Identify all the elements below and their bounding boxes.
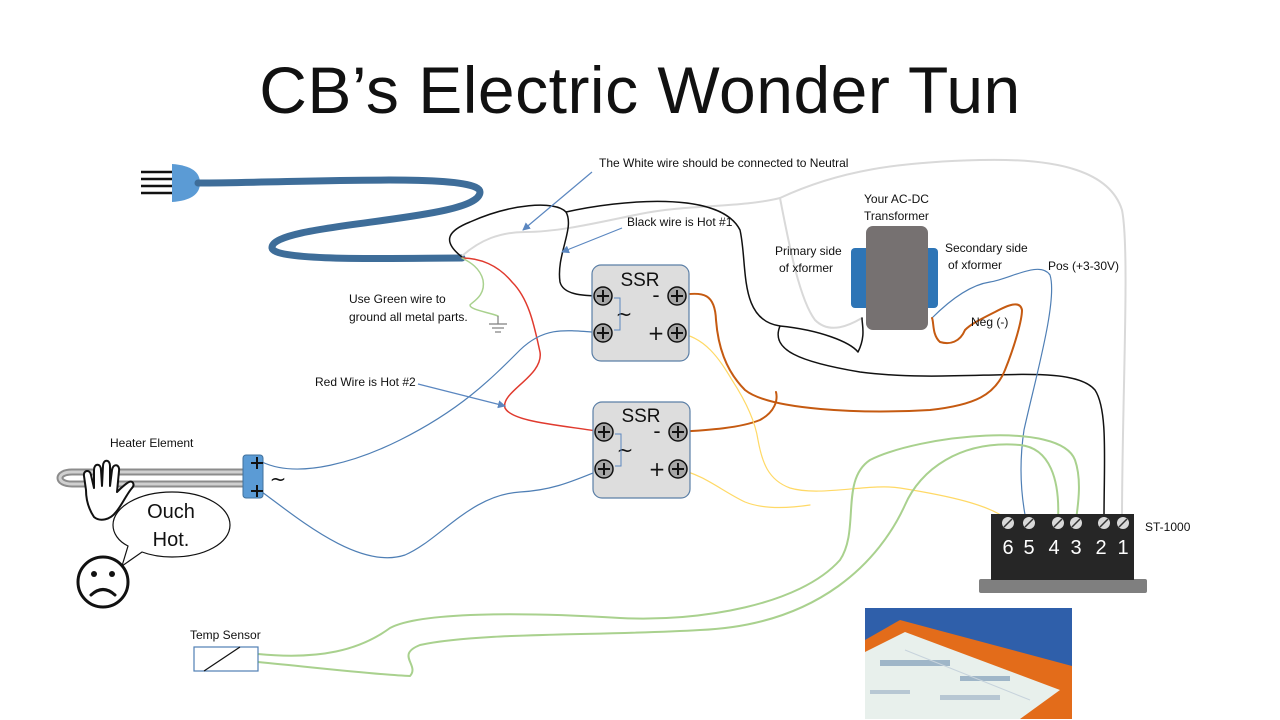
- power-plug: [141, 164, 200, 202]
- st-1000-controller: 6 5 4 3 2 1: [979, 514, 1147, 593]
- controller-photo: [865, 608, 1072, 719]
- heater-tilde: ~: [270, 467, 287, 491]
- controller-screw: [1023, 517, 1035, 529]
- bubble-line-1: Ouch: [147, 501, 195, 523]
- bubble-line-2: Hot.: [153, 529, 190, 551]
- terminal-number: 6: [1002, 537, 1013, 559]
- yellow-wire-bottom: [676, 468, 811, 509]
- ssr-terminal: [667, 323, 687, 343]
- heater-terminal: [251, 485, 263, 497]
- ssr-plus: +: [649, 457, 666, 481]
- secondary-label-2: of xformer: [948, 258, 1002, 272]
- blue-wire-heater-bottom: [261, 468, 604, 559]
- green-sensor-wire-2: [257, 443, 1060, 677]
- heater-terminal: [251, 457, 263, 469]
- ssr-tilde: ~: [617, 438, 634, 462]
- green-wire-label-2: ground all metal parts.: [349, 310, 468, 324]
- transformer-label-1: Your AC-DC: [864, 192, 929, 206]
- black-wire: [448, 204, 604, 297]
- pos-label: Pos (+3-30V): [1048, 259, 1119, 273]
- controller-screw: [1052, 517, 1064, 529]
- ssr-top: SSR - + ~: [591, 264, 690, 362]
- terminal-number: 2: [1095, 537, 1106, 559]
- terminal-number: 4: [1048, 537, 1059, 559]
- green-ground-wire: [461, 257, 499, 317]
- speech-bubble: Ouch Hot.: [112, 491, 231, 568]
- primary-label-2: of xformer: [779, 261, 833, 275]
- blue-wire-pos: [931, 268, 1053, 521]
- power-cord: [194, 176, 484, 263]
- brown-wire-ssr-bottom: [676, 391, 778, 433]
- ssr-tilde: ~: [616, 302, 633, 326]
- sad-face-icon: [76, 555, 130, 609]
- heater-element: ~: [56, 454, 287, 499]
- transformer-label-2: Transformer: [864, 209, 929, 223]
- neg-label: Neg (-): [971, 315, 1008, 329]
- terminal-number: 1: [1117, 537, 1128, 559]
- page-title: CB’s Electric Wonder Tun: [259, 53, 1021, 127]
- red-wire-label: Red Wire is Hot #2: [315, 375, 416, 389]
- white-wire: [461, 158, 1127, 521]
- ssr-terminal: [668, 422, 688, 442]
- ssr-title: SSR: [621, 406, 660, 427]
- ssr-minus: -: [652, 283, 659, 307]
- ssr-terminal: [668, 459, 688, 479]
- white-wire-arrow: [522, 171, 593, 231]
- red-wire: [461, 257, 604, 433]
- terminal-number: 3: [1070, 537, 1081, 559]
- ssr-terminal: [594, 459, 614, 479]
- green-wire-label-1: Use Green wire to: [349, 292, 446, 306]
- controller-screw: [1098, 517, 1110, 529]
- transformer: [851, 226, 938, 330]
- hand-icon: [82, 459, 135, 521]
- ssr-title: SSR: [620, 270, 659, 291]
- white-wire-primary: [779, 197, 863, 329]
- ssr-terminal: [667, 286, 687, 306]
- white-wire-label: The White wire should be connected to Ne…: [599, 156, 848, 170]
- ssr-terminal: [594, 422, 614, 442]
- yellow-wire-top: [676, 332, 1009, 521]
- controller-screw: [1002, 517, 1014, 529]
- ssr-plus: +: [648, 321, 665, 345]
- temp-sensor: [193, 646, 259, 672]
- secondary-label-1: Secondary side: [945, 241, 1028, 255]
- brown-wire-ssr-top: [676, 292, 1023, 413]
- black-wire-controller: [777, 325, 1106, 521]
- green-sensor-wire-1: [257, 434, 1080, 657]
- controller-screw: [1070, 517, 1082, 529]
- ssr-bottom: SSR - + ~: [592, 401, 691, 499]
- red-wire-arrow: [417, 383, 506, 409]
- primary-label-1: Primary side: [775, 244, 842, 258]
- ssr-terminal: [593, 286, 613, 306]
- temp-sensor-label: Temp Sensor: [190, 628, 261, 642]
- ground-symbol: [489, 316, 507, 333]
- controller-label: ST-1000: [1145, 520, 1191, 534]
- ssr-minus: -: [653, 419, 660, 443]
- controller-screw: [1117, 517, 1129, 529]
- black-wire-primary: [565, 200, 864, 353]
- heater-label: Heater Element: [110, 436, 194, 450]
- blue-wire-heater-top: [261, 330, 604, 470]
- terminal-number: 5: [1023, 537, 1034, 559]
- ssr-terminal: [593, 323, 613, 343]
- black-wire-arrow: [561, 227, 623, 254]
- black-wire-label: Black wire is Hot #1: [627, 215, 733, 229]
